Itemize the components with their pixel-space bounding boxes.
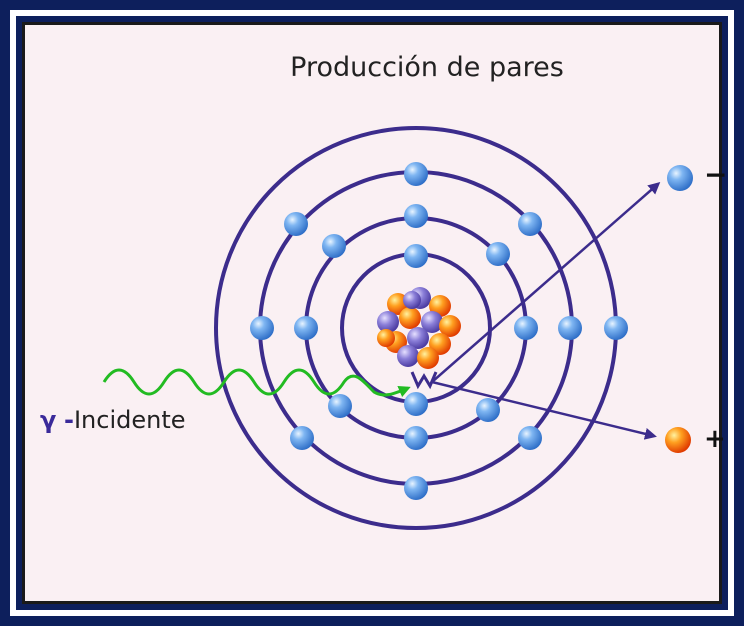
electron-icon: [404, 426, 428, 450]
electron-icon: [404, 244, 428, 268]
incident-label: γ -Incidente: [40, 406, 186, 434]
electron-icon: [250, 316, 274, 340]
electron-icon: [518, 426, 542, 450]
positron-arrow: [431, 380, 657, 440]
atom-nucleus-icon: [377, 287, 461, 369]
electron-icon: [518, 212, 542, 236]
electron-icon: [604, 316, 628, 340]
diagram-panel: [22, 22, 722, 604]
electron-sign: −: [704, 158, 728, 191]
incident-text: Incidente: [73, 406, 186, 434]
electron-icon: [558, 316, 582, 340]
orbital-electrons: [250, 162, 628, 500]
electron-icon: [514, 316, 538, 340]
electron-icon: [486, 242, 510, 266]
electron-icon: [404, 476, 428, 500]
electron-icon: [667, 165, 693, 191]
interaction-point-icon: [410, 371, 438, 390]
electron-icon: [404, 162, 428, 186]
electron-icon: [328, 394, 352, 418]
positron-icon: [665, 427, 691, 453]
electron-icon: [404, 392, 428, 416]
electron-icon: [284, 212, 308, 236]
positron-sign: +: [704, 424, 726, 454]
gamma-dash: -: [64, 406, 74, 434]
electron-icon: [476, 398, 500, 422]
gamma-symbol: γ: [40, 406, 57, 434]
electron-icon: [290, 426, 314, 450]
electron-icon: [404, 204, 428, 228]
electron-icon: [322, 234, 346, 258]
gamma-wave-icon: [102, 368, 411, 398]
electron-icon: [294, 316, 318, 340]
electron-arrow: [431, 182, 661, 383]
diagram-title: Producción de pares: [290, 52, 564, 83]
